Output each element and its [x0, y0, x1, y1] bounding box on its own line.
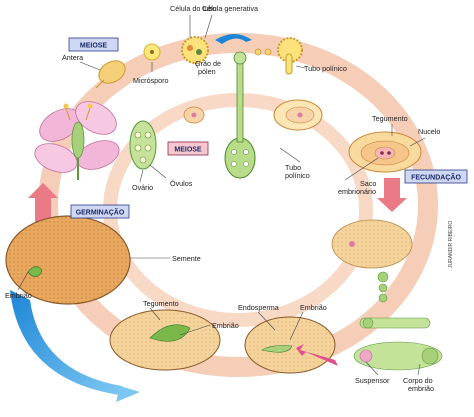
ovule-small-illustration	[183, 106, 205, 124]
microspore-illustration	[143, 43, 161, 61]
label-tubo-polinico-top: Tubo polínico	[304, 64, 347, 73]
ovary-illustration	[129, 120, 157, 170]
small-circle-1	[254, 48, 262, 56]
label-endosperma: Endosperma	[238, 303, 279, 312]
germinacao-box-label: GERMINAÇÃO	[76, 208, 125, 217]
blue-arrow-left-swoop	[10, 290, 122, 395]
leader-line	[204, 14, 213, 39]
leader-line	[409, 137, 426, 147]
embryo-stage-1	[331, 219, 413, 269]
ovule-pollen-tube-illustration	[273, 99, 323, 131]
label-tegumento-bottom: Tegumento	[143, 299, 179, 308]
leader-line	[295, 65, 306, 69]
label-celula-do-tubo: Célula do tubo	[170, 4, 216, 13]
pollen-tube-top-illustration	[277, 37, 303, 75]
label-grao-de-polen-line2: pólen	[198, 67, 216, 76]
label-embriao-right: Embrião	[300, 303, 327, 312]
credit-label: JURANDIR RIBEIRO	[448, 221, 454, 268]
fertilized-ovule-illustration	[348, 131, 422, 173]
leader-line	[344, 157, 379, 181]
label-nucelo: Nucelo	[418, 127, 440, 136]
leader-line	[79, 61, 101, 71]
label-embriao-bottom: Embrião	[212, 321, 239, 330]
leader-line	[149, 164, 167, 179]
leader-line	[365, 361, 379, 376]
label-microsporo: Micrósporo	[133, 76, 169, 85]
pistil-illustration	[224, 51, 256, 179]
seed-tegument-illustration	[109, 309, 221, 371]
label-ovulos: Óvulos	[170, 179, 193, 188]
fecundacao-box: FECUNDAÇÃO	[404, 169, 468, 184]
blue-arrow-left-swoop-2	[116, 386, 140, 402]
fecundation-arrow-body	[384, 178, 400, 200]
meiose-box-top: MEIOSE	[68, 37, 119, 52]
leader-line	[289, 311, 304, 341]
fecundacao-box-label: FECUNDAÇÃO	[411, 173, 461, 182]
blue-arrow-top	[215, 34, 252, 44]
leader-line	[17, 271, 29, 291]
germination-arrow-body	[35, 195, 51, 225]
leader-line	[417, 363, 421, 376]
germinacao-box: GERMINAÇÃO	[70, 204, 130, 219]
label-corpo-do-embriao-2: embrião	[408, 384, 434, 393]
meiose-box-top-label: MEIOSE	[80, 43, 108, 50]
leader-line	[179, 324, 211, 336]
meiose-box-middle: MEIOSE	[167, 141, 209, 156]
label-suspensor: Suspensor	[355, 376, 390, 385]
label-ovario: Ovário	[132, 183, 153, 192]
leader-line	[149, 307, 161, 321]
label-tubo-polinico-mid-1: Tubo	[285, 163, 301, 172]
label-celula-generativa: Célula generativa	[202, 4, 258, 13]
germination-arrow-head	[28, 183, 58, 198]
label-grao-de-polen-line1: Grão de	[195, 59, 221, 68]
leader-line	[194, 62, 199, 69]
embryo-stage-4	[353, 341, 443, 371]
label-corpo-do-embriao-1: Corpo do	[403, 376, 433, 385]
pollen-grain-illustration	[181, 36, 209, 64]
anther-illustration	[95, 60, 126, 89]
label-tubo-polinico-mid-2: polínico	[285, 171, 310, 180]
meiose-box-middle-label: MEIOSE	[174, 147, 202, 154]
embryo-stage-3	[359, 317, 431, 329]
seed-endosperm-illustration	[244, 316, 336, 374]
leader-line	[139, 169, 144, 183]
label-antera: Antera	[62, 53, 83, 62]
seed-illustration	[5, 215, 131, 305]
label-embriao-left: Embrião	[5, 291, 32, 300]
embryo-stage-2	[377, 271, 389, 303]
label-semente: Semente	[172, 254, 201, 263]
label-saco-embrionario-1: Saco	[360, 179, 376, 188]
flower-illustration	[34, 101, 120, 180]
leader-line	[279, 147, 301, 163]
fecundation-arrow-head	[377, 198, 407, 212]
label-saco-embrionario-2: embrionário	[338, 187, 376, 196]
label-tegumento-right: Tegumento	[372, 114, 408, 123]
pink-arrow-small	[296, 344, 338, 366]
leader-line	[257, 311, 276, 331]
small-circle-2	[264, 48, 272, 56]
